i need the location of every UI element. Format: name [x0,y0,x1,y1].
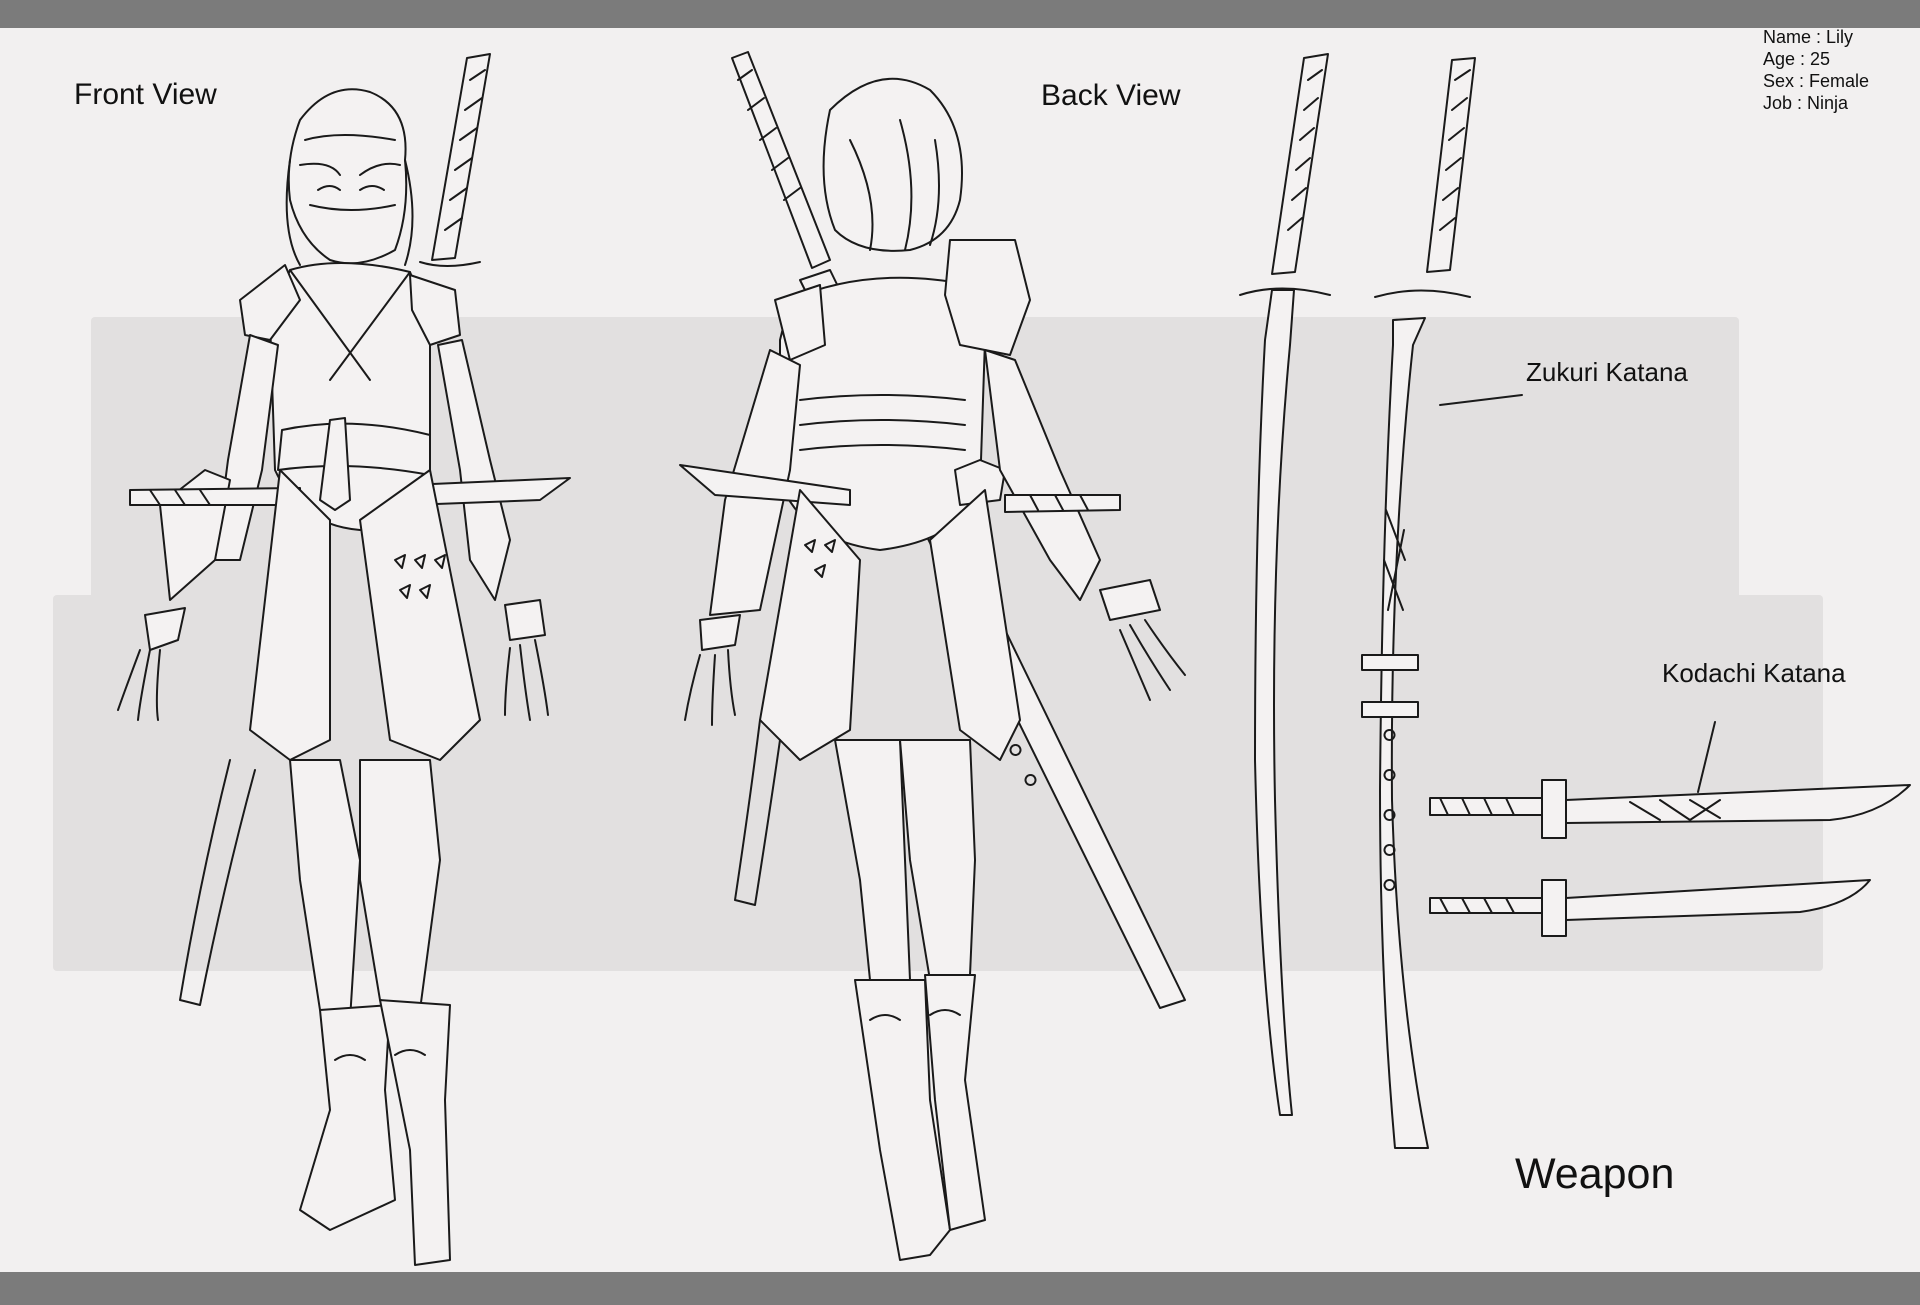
front-back-katana [419,53,491,267]
info-sex: Sex : Female [1763,71,1870,91]
kodachi-katana-label: Kodachi Katana [1662,658,1846,688]
back-torso [774,239,1031,551]
bottom-frame-bar [0,1272,1920,1305]
back-boots [854,974,986,1261]
back-belt-sword [679,464,1121,513]
zukuri-katana-label: Zukuri Katana [1526,357,1688,387]
front-boots [299,999,451,1266]
back-view-figure [679,51,1186,1261]
back-view-label: Back View [1041,79,1181,112]
info-name: Name : Lily [1763,27,1854,47]
top-frame-bar [0,0,1920,28]
zukuri-callout-line [1439,394,1523,406]
kodachi-callout-line [1697,721,1716,793]
info-job: Job : Ninja [1763,93,1849,113]
weapon-kodachi-katana [1429,779,1911,937]
weapon-section-label: Weapon [1515,1150,1675,1198]
front-view-figure [117,53,571,1266]
back-coat-flaps [759,489,1021,761]
back-legs [734,719,976,981]
weapon-blade-naked [1239,53,1331,1116]
front-view-label: Front View [74,78,217,111]
front-legs [179,759,441,1021]
weapon-zukuri-katana-sheathed [1361,57,1476,1149]
character-info-block: Name : Lily Age : 25 Sex : Female Job : … [1763,26,1869,114]
front-head [285,88,414,266]
front-coat-flaps [249,469,481,761]
back-head [822,77,963,252]
info-age: Age : 25 [1763,49,1831,69]
